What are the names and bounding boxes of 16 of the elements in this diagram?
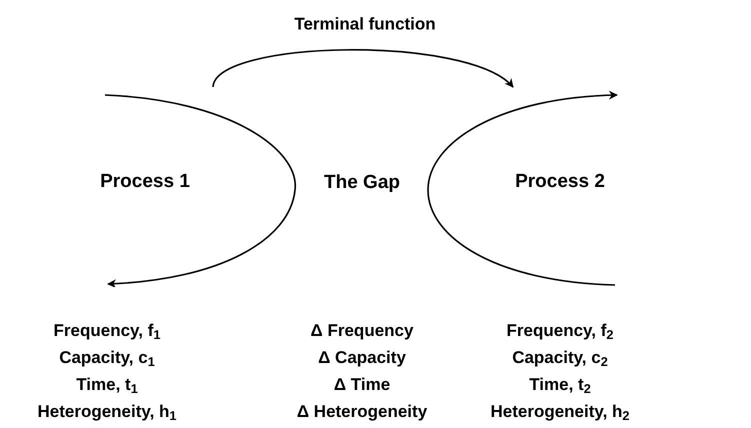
variable-label: Δ Frequency [310, 321, 414, 341]
variable-label: Capacity, c$_{2}$ [512, 348, 608, 368]
process-label: The Gap [324, 170, 400, 195]
variable-label: Capacity, c$_{1}$ [59, 348, 155, 368]
variable-label: Frequency, f$_{1}$ [54, 321, 160, 341]
variable-label: Δ Time [334, 375, 390, 395]
curved-arrow [212, 49, 514, 88]
variable-label: Heterogeneity, h$_{1}$ [37, 402, 177, 422]
process-label: Process 2 [515, 170, 605, 194]
variable-label: Time, t$_{1}$ [76, 375, 138, 395]
process-label: Process 1 [100, 170, 190, 194]
variable-label: Δ Heterogeneity [296, 402, 428, 422]
variable-label: Δ Capacity [318, 348, 406, 368]
variable-label: Frequency, f$_{2}$ [506, 321, 614, 341]
variable-label: Heterogeneity, h$_{2}$ [490, 402, 630, 422]
variable-label: Time, t$_{2}$ [529, 375, 591, 395]
